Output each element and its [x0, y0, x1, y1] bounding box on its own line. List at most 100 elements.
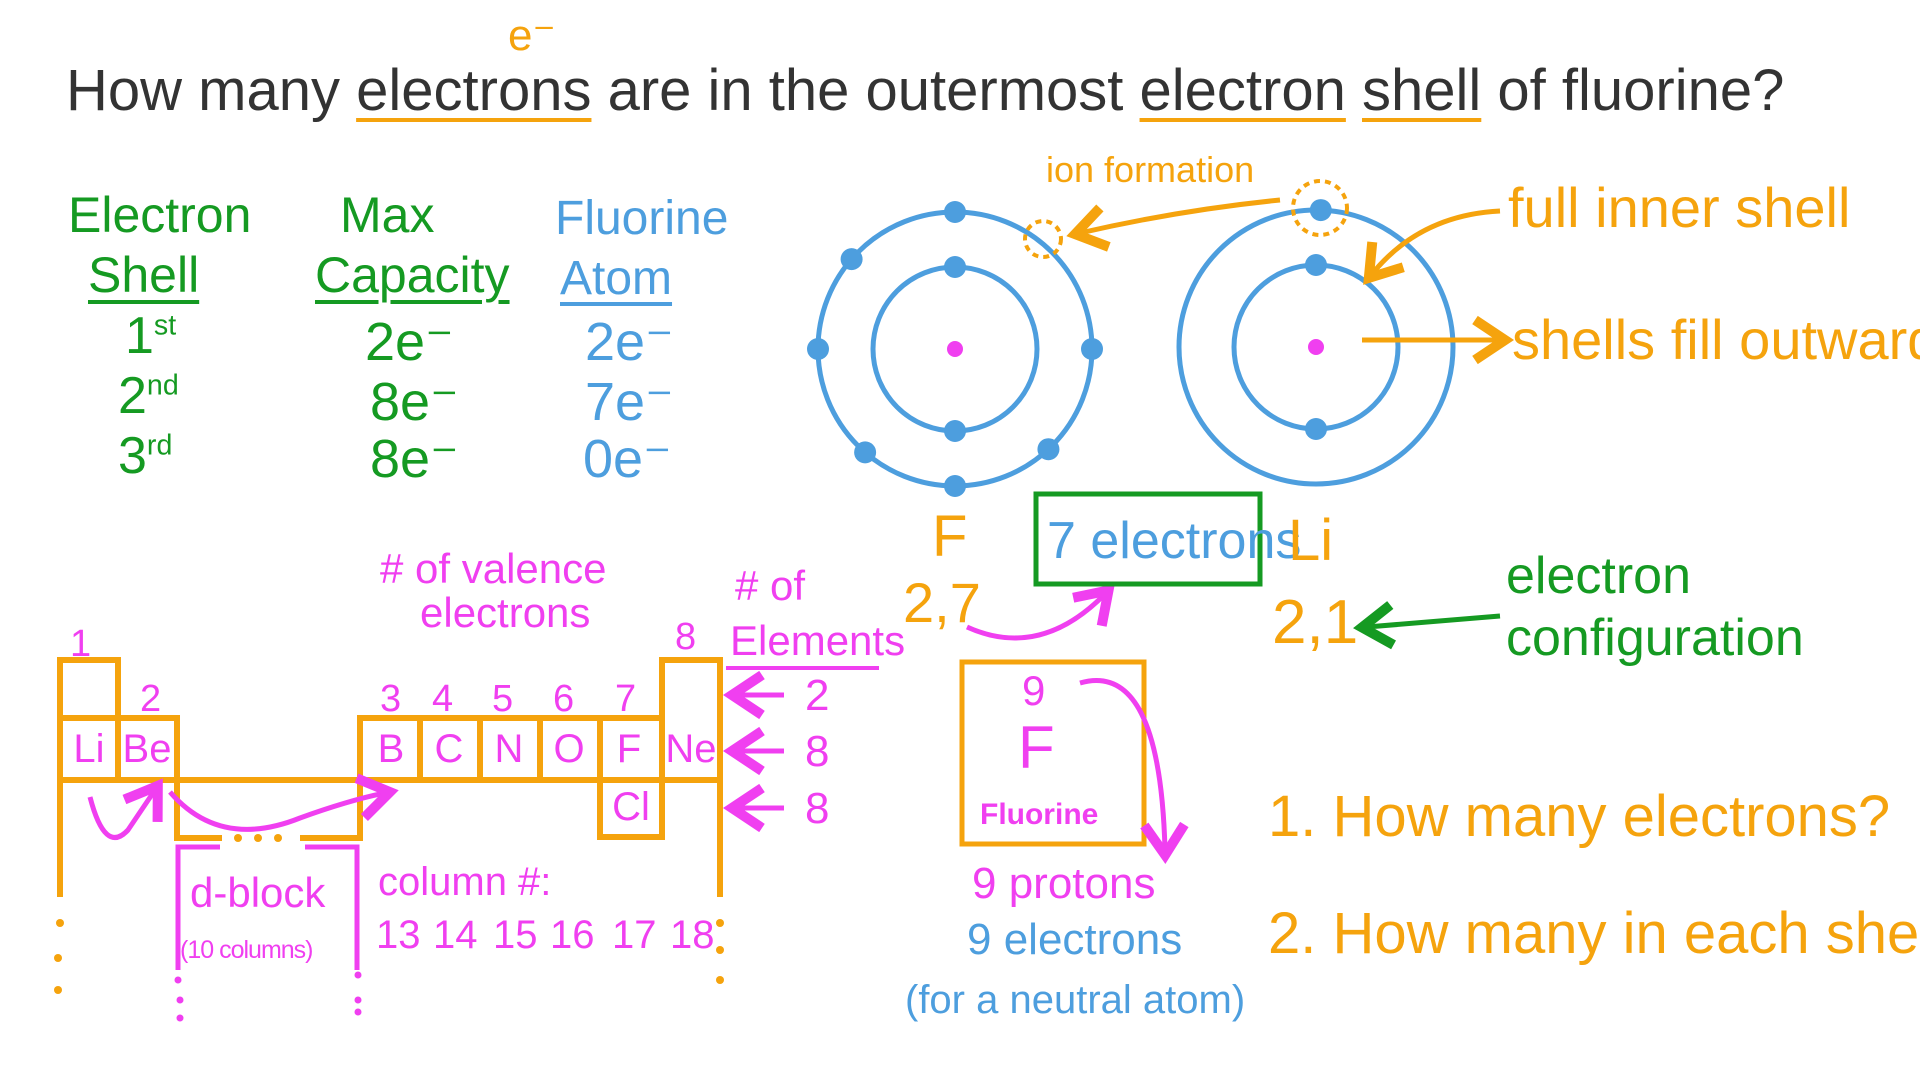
electron-dot — [1037, 438, 1060, 461]
group-number: 4 — [432, 678, 454, 720]
capacity-2: 8e⁻ — [370, 372, 459, 432]
electron-dot — [1309, 199, 1332, 222]
dblock-dots — [174, 971, 362, 1022]
count-row2: 8 — [805, 727, 830, 776]
fluorine-3: 0e⁻ — [583, 429, 672, 489]
question-title: How many electrons are in the outermost … — [66, 62, 1784, 120]
group-number: 7 — [615, 678, 637, 720]
group-number: 2 — [140, 678, 162, 720]
fluorine-atom-model — [807, 201, 1103, 497]
shell-3: 3rd — [118, 427, 173, 485]
electrons-label: 9 electrons — [967, 915, 1183, 964]
group-number: 5 — [492, 678, 514, 720]
group-number: 1 — [70, 623, 92, 665]
lithium-atom-model — [1176, 179, 1456, 487]
header-capacity: Capacity — [315, 247, 510, 303]
element-cell: C — [434, 727, 464, 771]
electron-dot — [944, 256, 966, 278]
electron-dot — [1305, 418, 1327, 440]
config-to-electrons-arrow — [965, 584, 1115, 641]
header-fluorine: Fluorine — [555, 192, 729, 245]
title-text: How many — [66, 58, 340, 123]
title-electron: electron — [1139, 58, 1346, 123]
electron-dot — [840, 248, 863, 271]
title-text: of fluorine? — [1497, 58, 1785, 123]
protons-label: 9 protons — [972, 859, 1156, 908]
header-max: Max — [340, 187, 435, 243]
column-number: 18 — [670, 913, 715, 957]
column-number: 17 — [612, 913, 657, 957]
seven-electrons-label: 7 electrons — [1047, 512, 1302, 570]
element-cell: Li — [73, 727, 105, 771]
neutral-atom-note: (for a neutral atom) — [905, 978, 1246, 1022]
dblock-box — [175, 844, 360, 970]
electron-dot — [1081, 338, 1103, 360]
card-symbol: F — [1018, 714, 1055, 781]
header-atom: Atom — [560, 252, 673, 305]
capacity-1: 2e⁻ — [365, 312, 454, 372]
title-shell: shell — [1362, 58, 1482, 123]
dblock-label: d-block — [190, 869, 326, 916]
electron-dot — [944, 475, 966, 497]
electron-dot — [944, 201, 966, 223]
card-name: Fluorine — [980, 798, 1099, 831]
element-cell: O — [553, 727, 585, 771]
electron-symbol: e⁻ — [508, 11, 556, 60]
count-row3: 8 — [805, 784, 830, 833]
electron-dot — [1305, 254, 1327, 276]
continuation-dots — [54, 834, 724, 994]
element-cell: Ne — [665, 727, 717, 771]
fluorine-config: 2,7 — [903, 571, 981, 634]
electron-config-line1: electron — [1506, 547, 1691, 605]
header-shell: Shell — [88, 247, 200, 303]
fluorine-1: 2e⁻ — [585, 312, 674, 372]
periodic-table-outline — [57, 657, 723, 897]
lithium-config: 2,1 — [1272, 588, 1359, 657]
seven-electrons-box — [1033, 491, 1263, 587]
fluorine-symbol: F — [932, 504, 968, 569]
ion-formation-arrow — [1066, 197, 1281, 252]
valence-label-1: # of valence — [380, 545, 607, 592]
header-electron: Electron — [68, 187, 252, 243]
elements-label-2: Elements — [730, 617, 906, 664]
electron-dot — [854, 441, 877, 464]
nucleus — [947, 341, 963, 357]
electron-config-line2: configuration — [1506, 609, 1804, 667]
ion-circle — [1291, 179, 1349, 237]
element-cell: N — [494, 727, 524, 771]
shell-2: 2nd — [118, 367, 179, 425]
count-row1: 2 — [805, 671, 830, 720]
inner-shell-arrow — [1363, 208, 1501, 285]
vacancy-circle — [1023, 219, 1063, 259]
group-number: 8 — [675, 616, 697, 658]
fluorine-2: 7e⁻ — [585, 372, 674, 432]
li-to-be-arrow — [87, 778, 163, 840]
atomic-number: 9 — [1022, 667, 1046, 714]
column-label: column #: — [378, 860, 552, 904]
nucleus — [1308, 339, 1324, 355]
ion-formation-label: ion formation — [1046, 149, 1255, 190]
element-cell: F — [616, 727, 642, 771]
elements-label-1: # of — [735, 562, 806, 609]
config-arrow — [1353, 601, 1501, 650]
question-1: 1. How many electrons? — [1268, 784, 1891, 849]
column-number: 16 — [550, 913, 595, 957]
element-cell: Be — [122, 727, 172, 771]
column-number: 15 — [493, 913, 538, 957]
title-text: are in the outermost — [607, 58, 1124, 123]
electron-dot — [944, 420, 966, 442]
column-number: 13 — [376, 913, 421, 957]
shells-fill-outward-label: shells fill outward — [1512, 308, 1920, 371]
fluorine-card-arrow — [1079, 678, 1189, 865]
be-to-b-arrow — [168, 773, 399, 832]
title-electrons: electrons — [356, 58, 592, 123]
fluorine-card-box — [959, 659, 1147, 847]
group-number: 6 — [553, 678, 575, 720]
electron-dot — [807, 338, 829, 360]
valence-label-2: electrons — [420, 589, 591, 636]
element-cell: B — [377, 727, 405, 771]
dblock-columns: (10 columns) — [180, 936, 313, 964]
column-number: 14 — [433, 913, 478, 957]
element-cl: Cl — [612, 785, 650, 829]
